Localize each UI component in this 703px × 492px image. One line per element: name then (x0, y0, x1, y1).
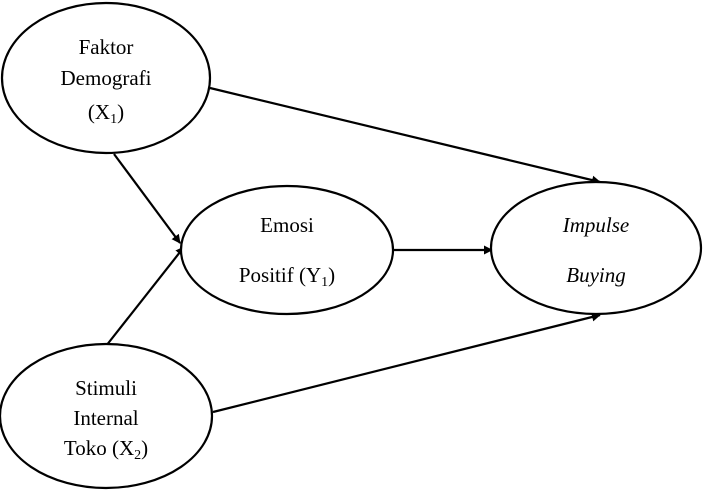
node-stimuli-internal-toko-line3: Toko (X2) (64, 436, 148, 463)
node-faktor-demografi-line1: Faktor (79, 35, 134, 59)
node-impulse-buying-line1: Impulse (562, 213, 630, 237)
node-emosi-positif-line2-subscript: 1 (321, 275, 328, 290)
node-faktor-demografi-line3: (X1) (88, 100, 124, 127)
node-stimuli-internal-toko-line2: Internal (73, 406, 138, 430)
node-stimuli-internal-toko-line3-subscript: 2 (134, 448, 141, 463)
node-faktor-demografi: Faktor Demografi (X1) (0, 1, 212, 155)
node-impulse-buying-ellipse (489, 180, 703, 316)
node-emosi-positif-line2-suffix: ) (328, 263, 335, 287)
node-emosi-positif-line2: Positif (Y1) (239, 263, 335, 290)
node-faktor-demografi-line3-prefix: (X (88, 100, 110, 124)
node-emosi-positif-line1: Emosi (260, 213, 314, 237)
arrow-x2-to-impulse-buying (212, 312, 601, 414)
node-stimuli-internal-toko-line3-suffix: ) (141, 436, 148, 460)
node-impulse-buying: Impulse Buying (489, 180, 703, 316)
node-emosi-positif-ellipse (179, 184, 395, 316)
node-stimuli-internal-toko-line3-prefix: Toko (X (64, 436, 134, 460)
arrow-x2-to-emosi-positif (105, 246, 185, 347)
node-stimuli-internal-toko-ellipse (0, 342, 214, 490)
node-emosi-positif: Emosi Positif (Y1) (179, 184, 395, 316)
node-faktor-demografi-line2: Demografi (61, 66, 152, 90)
arrow-x1-to-emosi-positif (113, 153, 181, 244)
node-faktor-demografi-ellipse (0, 1, 212, 155)
node-faktor-demografi-line3-subscript: 1 (110, 112, 117, 127)
node-faktor-demografi-line3-suffix: ) (117, 100, 124, 124)
node-stimuli-internal-toko: Stimuli Internal Toko (X2) (0, 342, 214, 490)
node-stimuli-internal-toko-line1: Stimuli (75, 376, 137, 400)
node-emosi-positif-line2-prefix: Positif (Y (239, 263, 321, 287)
node-impulse-buying-line2: Buying (566, 263, 625, 287)
arrow-x1-to-impulse-buying (209, 86, 601, 185)
